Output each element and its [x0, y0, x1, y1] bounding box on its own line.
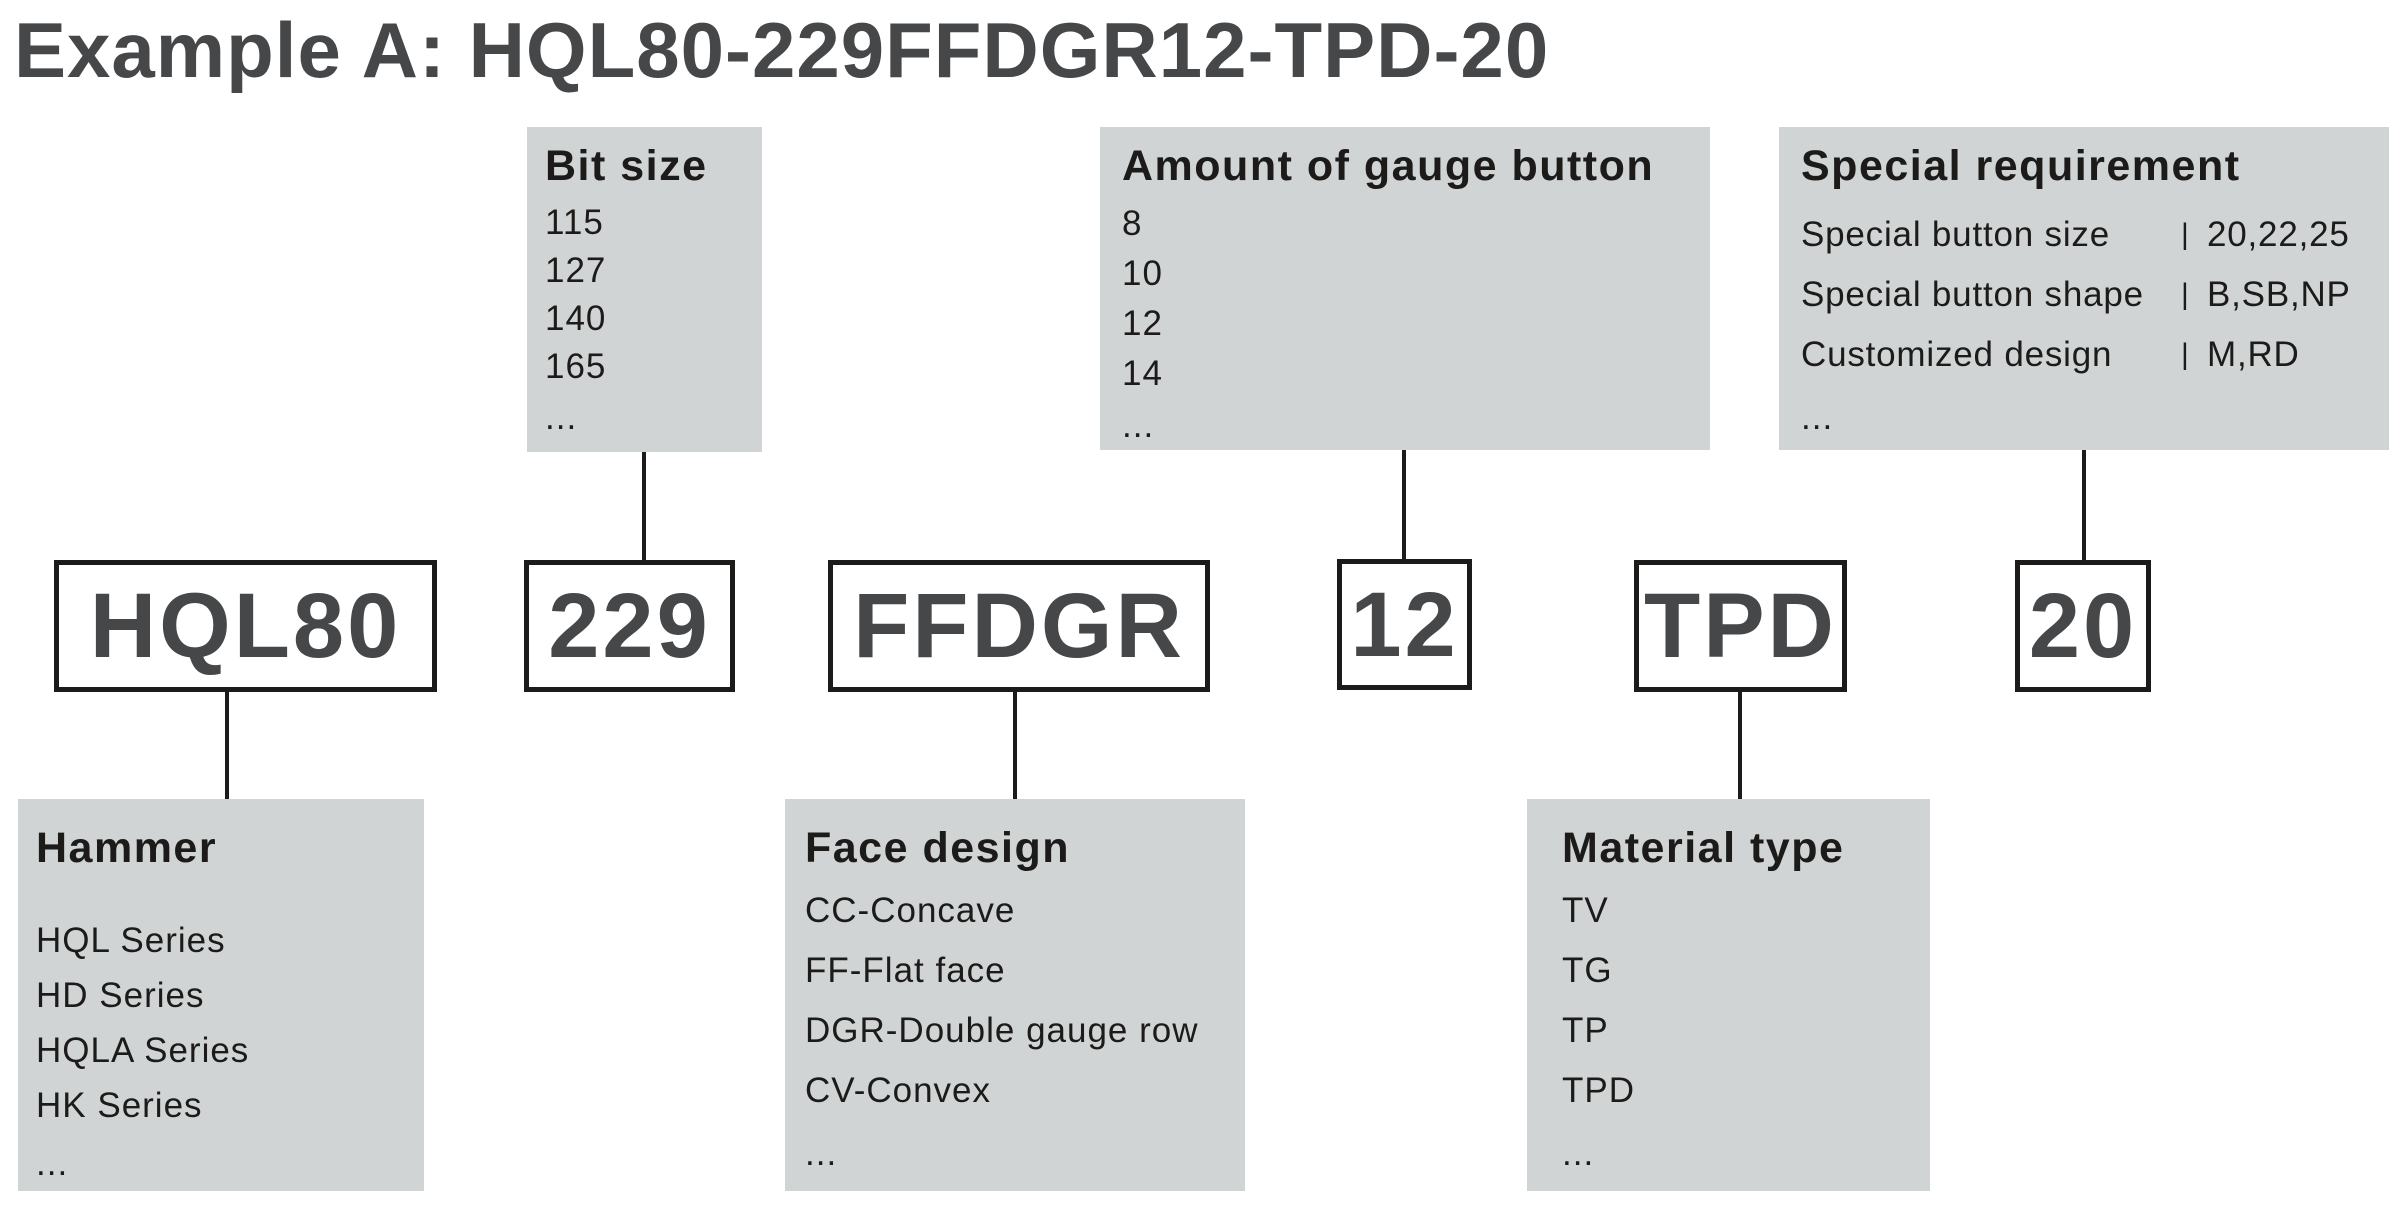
- list-item: HQL Series: [36, 921, 226, 960]
- connector-line: [225, 692, 229, 799]
- separator: |: [2181, 338, 2190, 371]
- list-item: 12: [1122, 304, 1163, 343]
- list-item: 140: [545, 299, 607, 338]
- list-item: ...: [1122, 406, 1155, 445]
- list-item: ...: [805, 1134, 838, 1173]
- list-item: ...: [545, 398, 578, 437]
- list-item: FF-Flat face: [805, 951, 1006, 990]
- list-item: ...: [1562, 1134, 1595, 1173]
- panel-material-type: Material type TV TG TP TPD ...: [1527, 799, 1930, 1191]
- code-label: 20: [2028, 575, 2138, 677]
- code-box-bit-size: 229: [524, 560, 735, 692]
- code-box-gauge-button: 12: [1337, 559, 1472, 690]
- panel-gauge-button: Amount of gauge button 8 10 12 14 ...: [1100, 127, 1710, 450]
- panel-special-requirement: Special requirement Special button size …: [1779, 127, 2389, 450]
- diagram-title: Example A: HQL80-229FFDGR12-TPD-20: [14, 6, 1550, 94]
- list-item: 165: [545, 347, 607, 386]
- list-item: CC-Concave: [805, 891, 1016, 930]
- code-label: HQL80: [89, 575, 402, 677]
- panel-title: Amount of gauge button: [1122, 142, 1655, 190]
- list-item: 8: [1122, 204, 1143, 243]
- code-box-hammer: HQL80: [54, 560, 437, 692]
- code-box-material-type: TPD: [1634, 560, 1847, 692]
- panel-title: Face design: [805, 824, 1071, 872]
- panel-title: Material type: [1562, 824, 1845, 872]
- requirement-row: Special button size | 20,22,25: [1801, 205, 2389, 265]
- list-item: TG: [1562, 951, 1613, 990]
- requirement-label: Special button shape: [1801, 275, 2144, 314]
- list-item: TV: [1562, 891, 1609, 930]
- list-item: ...: [1801, 398, 1834, 437]
- panel-bit-size: Bit size 115 127 140 165 ...: [527, 127, 762, 452]
- code-label: FFDGR: [853, 575, 1185, 677]
- connector-line: [642, 452, 646, 562]
- panel-face-design: Face design CC-Concave FF-Flat face DGR-…: [785, 799, 1245, 1191]
- requirement-value: 20,22,25: [2207, 215, 2350, 254]
- list-item: 10: [1122, 254, 1163, 293]
- requirement-label: Special button size: [1801, 215, 2110, 254]
- list-item: DGR-Double gauge row: [805, 1011, 1199, 1050]
- panel-title: Special requirement: [1801, 142, 2241, 190]
- connector-line: [1402, 450, 1406, 562]
- list-item: 127: [545, 251, 607, 290]
- panel-title: Hammer: [36, 824, 218, 872]
- panel-title: Bit size: [545, 142, 708, 190]
- list-item: HQLA Series: [36, 1031, 250, 1070]
- code-box-special-requirement: 20: [2015, 560, 2151, 692]
- requirement-value: M,RD: [2207, 335, 2300, 374]
- connector-line: [1738, 692, 1742, 799]
- connector-line: [2082, 450, 2086, 562]
- requirement-row: Special button shape | B,SB,NP: [1801, 265, 2389, 325]
- list-item: TPD: [1562, 1071, 1635, 1110]
- code-label: 12: [1350, 573, 1459, 676]
- requirement-label: Customized design: [1801, 335, 2113, 374]
- list-item: 14: [1122, 354, 1163, 393]
- connector-line: [1013, 692, 1017, 799]
- requirement-row: Customized design | M,RD: [1801, 325, 2389, 385]
- list-item: ...: [36, 1144, 69, 1183]
- code-box-face-design: FFDGR: [828, 560, 1210, 692]
- list-item: 115: [545, 203, 604, 242]
- separator: |: [2181, 218, 2190, 251]
- code-label: TPD: [1644, 575, 1837, 677]
- code-label: 229: [548, 575, 711, 677]
- list-item: TP: [1562, 1011, 1609, 1050]
- separator: |: [2181, 278, 2190, 311]
- list-item: HD Series: [36, 976, 205, 1015]
- list-item: CV-Convex: [805, 1071, 992, 1110]
- panel-hammer: Hammer HQL Series HD Series HQLA Series …: [18, 799, 424, 1191]
- requirement-value: B,SB,NP: [2207, 275, 2351, 314]
- list-item: HK Series: [36, 1086, 203, 1125]
